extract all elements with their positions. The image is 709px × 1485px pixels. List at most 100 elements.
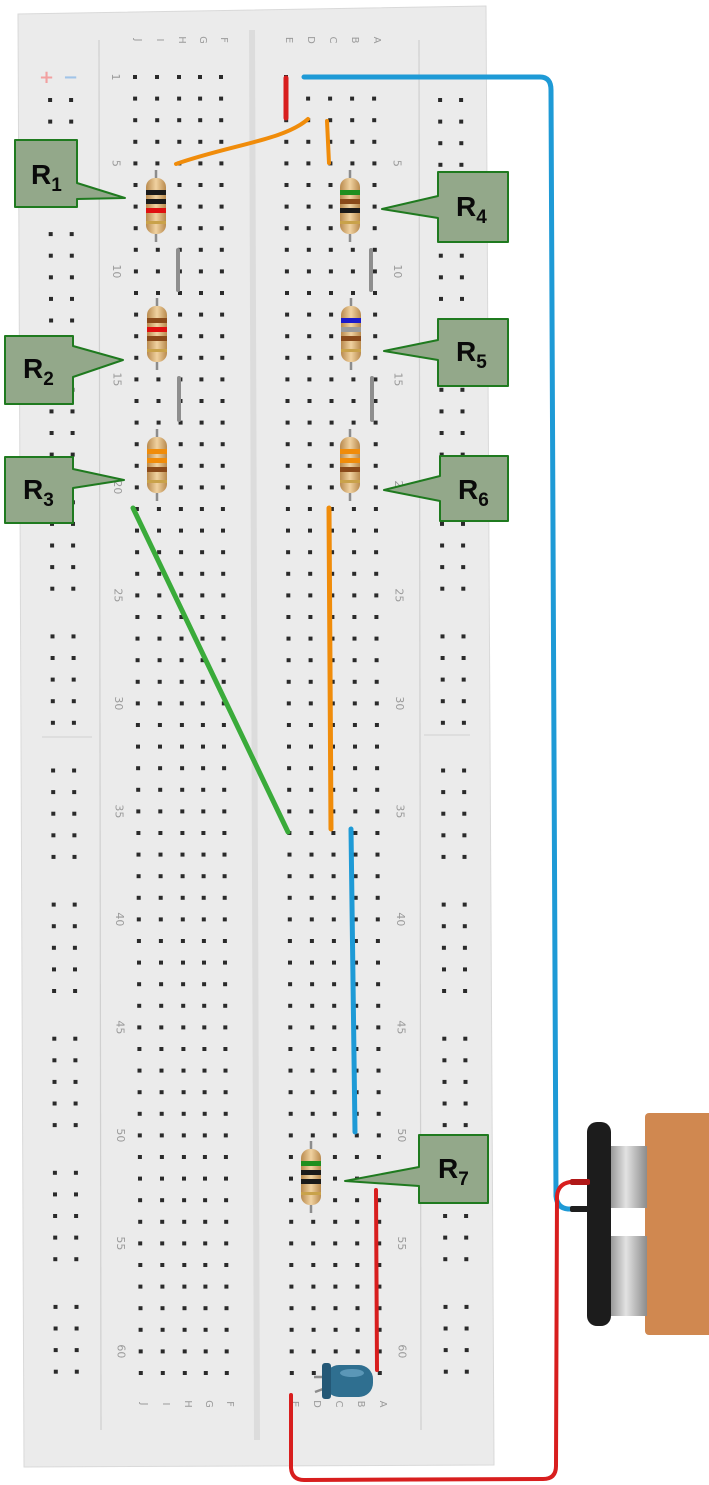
breadboard-hole[interactable] (158, 787, 163, 792)
rail-hole[interactable] (459, 141, 464, 146)
breadboard-hole[interactable] (330, 528, 334, 533)
breadboard-hole[interactable] (199, 485, 204, 490)
breadboard-hole[interactable] (287, 939, 292, 943)
rail-hole[interactable] (50, 677, 55, 682)
rail-hole[interactable] (439, 387, 444, 392)
breadboard-hole[interactable] (329, 507, 334, 511)
breadboard-hole[interactable] (199, 442, 204, 447)
breadboard-hole[interactable] (332, 1068, 337, 1073)
breadboard-hole[interactable] (159, 1047, 164, 1051)
breadboard-hole[interactable] (220, 291, 224, 295)
breadboard-hole[interactable] (374, 701, 379, 706)
breadboard-hole[interactable] (376, 1155, 381, 1159)
breadboard-hole[interactable] (288, 982, 293, 987)
breadboard-hole[interactable] (178, 334, 183, 339)
rail-hole[interactable] (74, 1257, 79, 1262)
rail-hole[interactable] (52, 1123, 57, 1128)
breadboard-hole[interactable] (177, 96, 182, 101)
breadboard-hole[interactable] (352, 658, 357, 663)
rail-hole[interactable] (441, 854, 446, 859)
breadboard-hole[interactable] (286, 679, 291, 684)
breadboard-hole[interactable] (202, 1025, 207, 1030)
breadboard-hole[interactable] (134, 399, 139, 403)
rail-hole[interactable] (71, 656, 76, 660)
breadboard-hole[interactable] (288, 1111, 293, 1116)
breadboard-hole[interactable] (179, 550, 184, 555)
breadboard-hole[interactable] (220, 485, 225, 490)
breadboard-hole[interactable] (351, 399, 356, 403)
breadboard-hole[interactable] (155, 269, 160, 274)
breadboard-hole[interactable] (134, 485, 139, 490)
rail-hole[interactable] (461, 634, 466, 639)
breadboard-hole[interactable] (286, 658, 291, 663)
breadboard-hole[interactable] (310, 1003, 315, 1008)
breadboard-hole[interactable] (329, 463, 334, 468)
breadboard-hole[interactable] (201, 939, 206, 943)
breadboard-hole[interactable] (136, 895, 141, 900)
breadboard-hole[interactable] (284, 247, 289, 252)
breadboard-hole[interactable] (157, 550, 162, 555)
breadboard-hole[interactable] (200, 571, 205, 576)
rail-hole[interactable] (442, 1101, 447, 1106)
rail-hole[interactable] (51, 902, 56, 907)
breadboard-hole[interactable] (288, 960, 292, 965)
breadboard-hole[interactable] (308, 679, 313, 684)
rail-hole[interactable] (462, 854, 467, 859)
breadboard-hole[interactable] (203, 1241, 208, 1246)
breadboard-hole[interactable] (333, 1241, 338, 1246)
breadboard-hole[interactable] (135, 550, 140, 555)
breadboard-hole[interactable] (331, 939, 336, 943)
breadboard-hole[interactable] (220, 420, 225, 425)
breadboard-hole[interactable] (331, 852, 336, 857)
rail-hole[interactable] (73, 1036, 78, 1041)
breadboard-hole[interactable] (137, 982, 142, 987)
breadboard-hole[interactable] (376, 1003, 381, 1008)
breadboard-hole[interactable] (201, 917, 206, 922)
rail-hole[interactable] (442, 1036, 447, 1041)
rail-hole[interactable] (461, 521, 465, 526)
breadboard-hole[interactable] (355, 1241, 360, 1246)
breadboard-hole[interactable] (155, 161, 160, 166)
breadboard-hole[interactable] (373, 355, 378, 360)
breadboard-hole[interactable] (220, 355, 225, 360)
rail-hole[interactable] (441, 768, 446, 773)
breadboard-hole[interactable] (138, 1327, 143, 1332)
rail-hole[interactable] (442, 989, 447, 993)
rail-hole[interactable] (72, 811, 77, 816)
breadboard-hole[interactable] (373, 377, 378, 382)
breadboard-hole[interactable] (374, 528, 378, 533)
rail-hole[interactable] (440, 565, 445, 570)
breadboard-hole[interactable] (332, 1025, 337, 1030)
breadboard-hole[interactable] (308, 658, 313, 663)
rail-hole[interactable] (443, 1214, 448, 1218)
breadboard-hole[interactable] (311, 1241, 316, 1246)
breadboard-hole[interactable] (372, 247, 377, 252)
breadboard-hole[interactable] (221, 636, 226, 641)
breadboard-hole[interactable] (333, 1327, 338, 1332)
breadboard-hole[interactable] (138, 1198, 143, 1203)
breadboard-hole[interactable] (137, 1047, 142, 1051)
breadboard-hole[interactable] (308, 550, 313, 555)
rail-hole[interactable] (464, 1257, 469, 1262)
breadboard-hole[interactable] (373, 463, 378, 468)
breadboard-hole[interactable] (350, 96, 355, 101)
breadboard-hole[interactable] (330, 636, 335, 641)
breadboard-hole[interactable] (373, 485, 378, 490)
breadboard-hole[interactable] (158, 809, 163, 814)
rail-hole[interactable] (459, 275, 464, 280)
breadboard-hole[interactable] (180, 744, 184, 749)
breadboard-hole[interactable] (177, 183, 182, 187)
breadboard-hole[interactable] (331, 917, 336, 922)
breadboard-hole[interactable] (134, 291, 138, 295)
breadboard-hole[interactable] (202, 960, 206, 965)
breadboard-hole[interactable] (375, 895, 380, 900)
breadboard-hole[interactable] (134, 334, 139, 339)
breadboard-hole[interactable] (222, 939, 227, 943)
rail-hole[interactable] (460, 452, 465, 457)
breadboard-hole[interactable] (306, 161, 311, 166)
breadboard-hole[interactable] (285, 355, 290, 360)
rail-hole[interactable] (459, 119, 464, 124)
breadboard-hole[interactable] (179, 571, 184, 576)
rail-hole[interactable] (462, 924, 467, 929)
breadboard-hole[interactable] (136, 766, 141, 771)
